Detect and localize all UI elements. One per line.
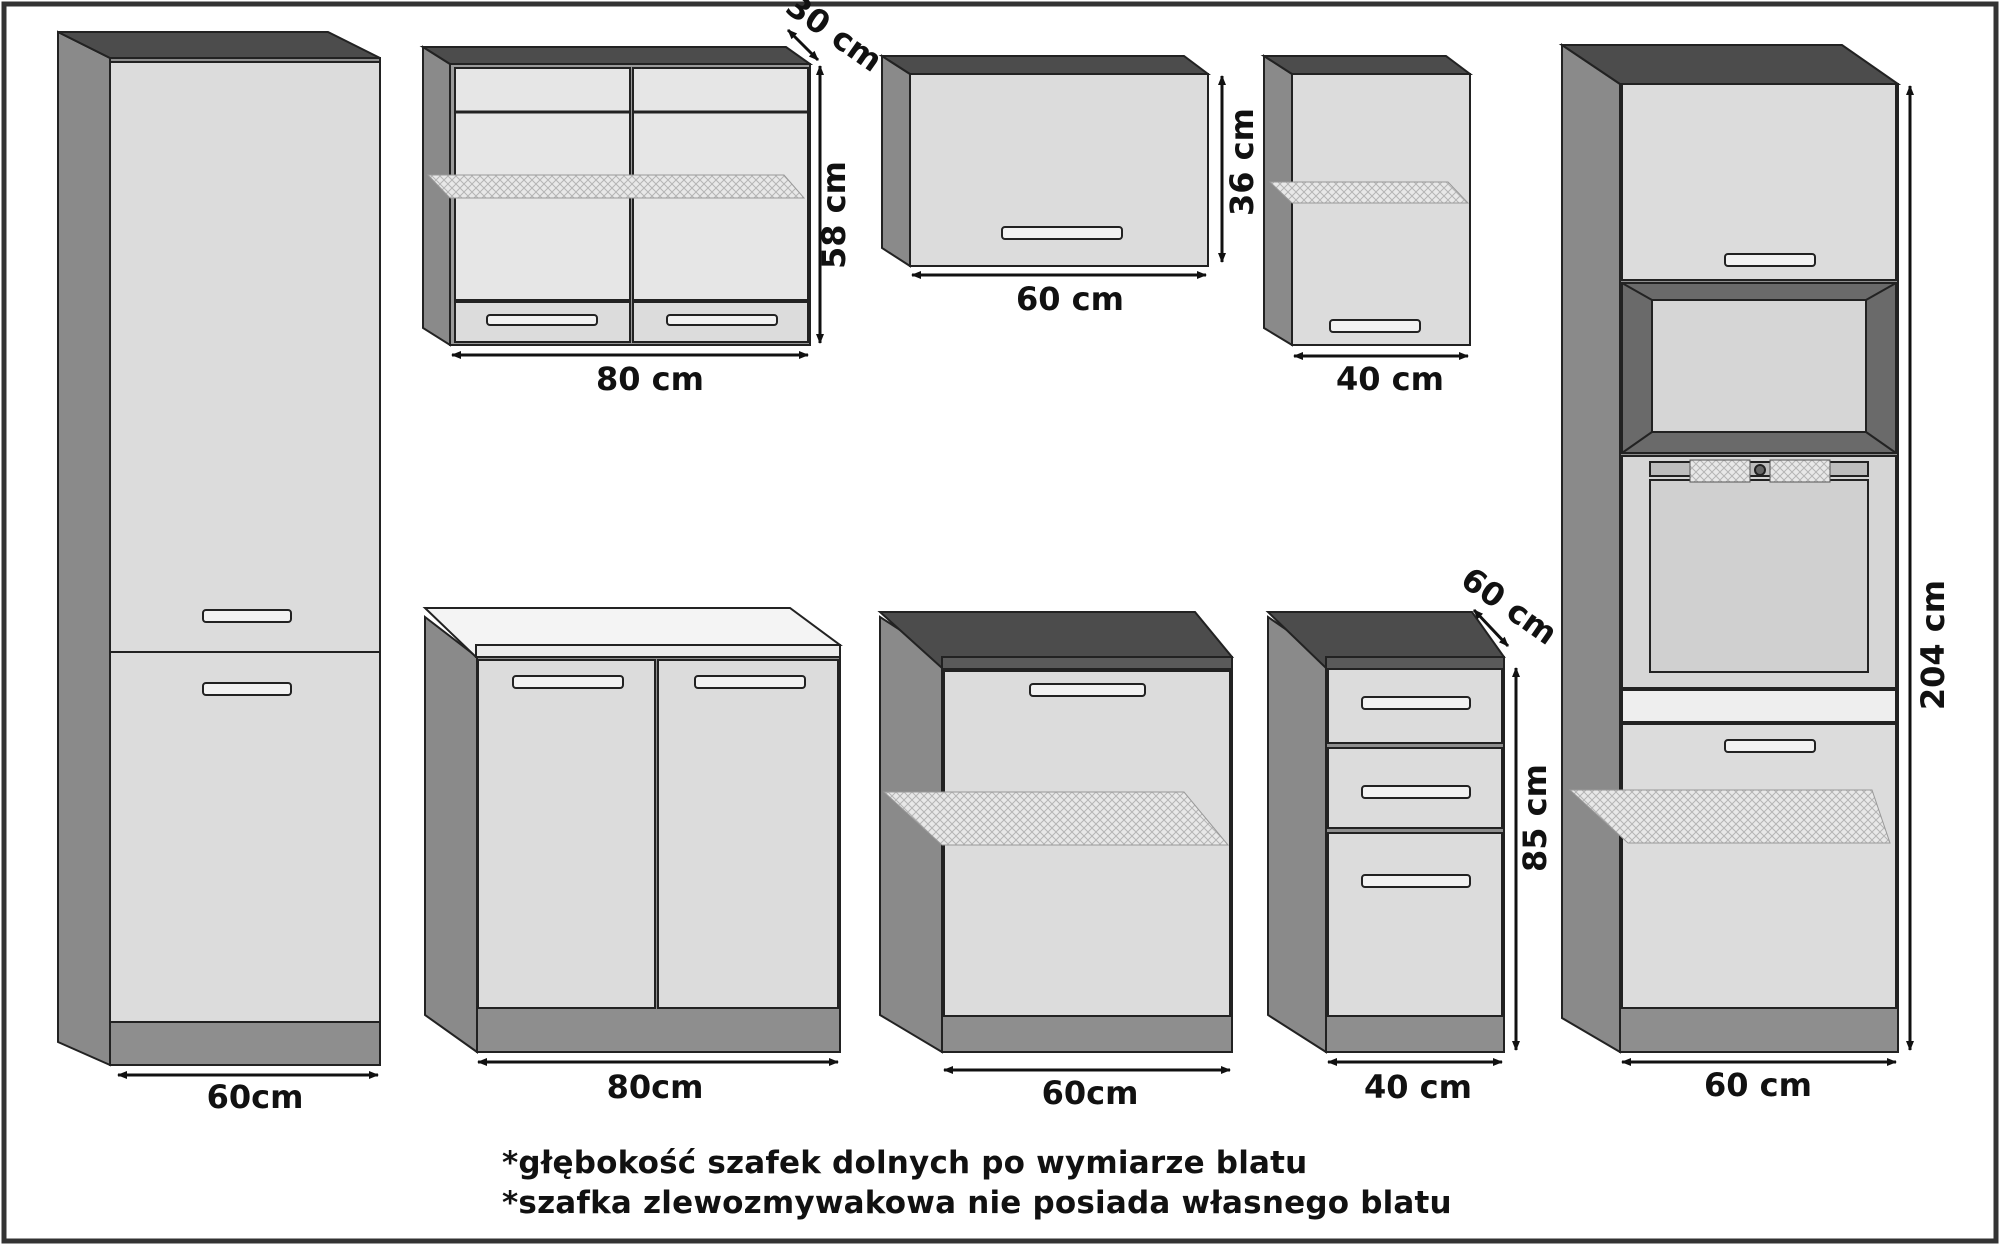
dimension-lines [117,28,1914,1079]
wall-hood-cabinet [878,54,1211,268]
dim-tall-fridge-width: 60cm [207,1078,304,1116]
dim-base-sink-width: 80cm [607,1068,704,1106]
dim-base-height: 85 cm [1516,764,1554,872]
tall-oven-cabinet [1558,43,1902,1054]
dim-wall-glass-height: 58 cm [815,161,853,269]
base-drawers-cabinet [1265,611,1506,1054]
wall-glass-cabinet [419,45,814,347]
dim-wall-hood-height: 36 cm [1223,108,1261,216]
dim-tall-oven-width: 60 cm [1704,1066,1812,1104]
base-door-cabinet [877,611,1235,1054]
base-sink-cabinet [422,607,843,1054]
tall-fridge-cabinet [57,30,381,1067]
dim-wall-hood-width: 60 cm [1016,280,1124,318]
wall-small-cabinet [1260,54,1473,347]
note-sink-countertop: *szafka zlewozmywakowa nie posiada własn… [502,1185,1452,1221]
dim-base-door-width: 60cm [1042,1074,1139,1112]
note-base-depth: *głębokość szafek dolnych po wymiarze bl… [502,1145,1308,1181]
dim-wall-glass-width: 80 cm [596,360,704,398]
dim-tall-oven-height: 204 cm [1914,580,1952,710]
dim-wall-small-width: 40 cm [1336,360,1444,398]
dim-base-drawers-width: 40 cm [1364,1068,1472,1106]
